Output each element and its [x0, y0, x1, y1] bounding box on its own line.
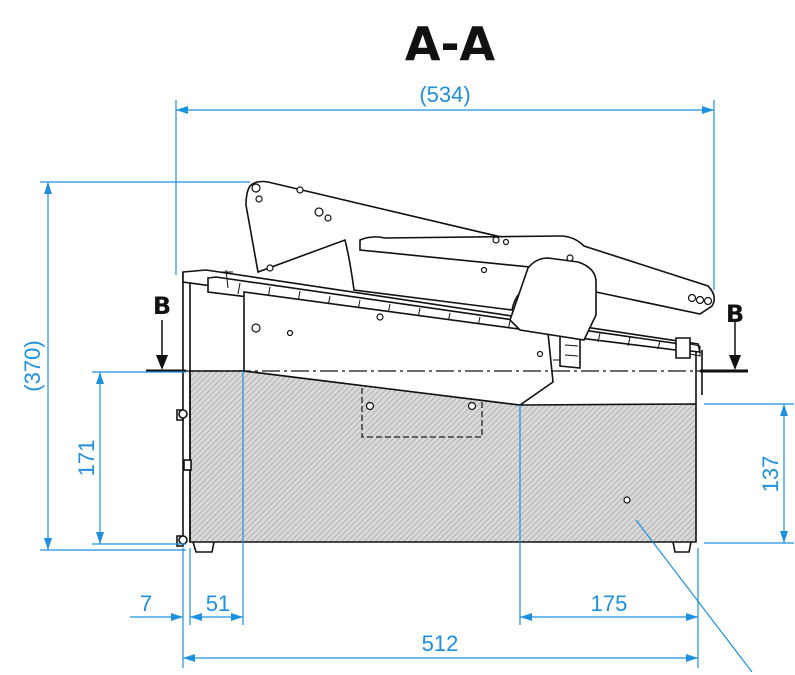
- dim-175-arrow-right: [686, 613, 698, 621]
- leader-line: [635, 519, 753, 673]
- section-arrow-left-head: [156, 355, 168, 370]
- housing-bolt-1: [251, 323, 261, 333]
- arm-hole-2: [255, 195, 263, 203]
- small-hole: [623, 496, 631, 504]
- dim-171-arrow-top: [96, 372, 104, 384]
- dim-137-arrow-bottom: [780, 531, 788, 543]
- bolt-right: [467, 401, 477, 411]
- arm-hole-6: [266, 264, 274, 272]
- hatched-section: [189, 370, 697, 543]
- dim-175-label: 175: [591, 591, 628, 616]
- view-title: A-A: [405, 17, 496, 71]
- lever-hole-2: [695, 295, 705, 305]
- lever-hole-4: [492, 236, 500, 244]
- dim-534-value: 534: [427, 82, 464, 107]
- paren-close: ): [463, 82, 470, 107]
- dim-534-arrow-right: [702, 106, 714, 114]
- dim-171-arrow-bottom: [96, 532, 104, 544]
- right-clamp-detail: [689, 343, 701, 357]
- section-label-left: B: [153, 292, 171, 320]
- housing-bolt-2: [286, 329, 294, 337]
- lever-hole-3: [703, 296, 713, 306]
- dim-51-label: 51: [206, 591, 230, 616]
- dim-7-label: 7: [140, 591, 152, 616]
- arm-hole-4: [314, 207, 324, 217]
- housing-bolt-4: [376, 313, 384, 321]
- arm-hole-5: [324, 214, 332, 222]
- foot-right: [672, 541, 692, 553]
- hinge-bottom: [178, 535, 188, 545]
- arm-hole-1: [251, 183, 261, 193]
- dim-370-label: (370): [20, 340, 45, 391]
- dim-7-arrow: [171, 613, 183, 621]
- arm-hole-3: [296, 186, 304, 194]
- hinge-top: [178, 409, 188, 419]
- dim-534-label: (534): [419, 82, 470, 107]
- dim-512-label: 512: [422, 631, 459, 656]
- top-left-screw: [221, 269, 233, 289]
- right-clamp: [675, 337, 691, 359]
- side-housing: [243, 291, 554, 406]
- dim-370-value: 370: [20, 348, 45, 385]
- recess-outline: [361, 388, 483, 438]
- dim-171-label: 171: [74, 440, 99, 477]
- lever-hole-1: [687, 293, 697, 303]
- paren-close: ): [20, 340, 45, 347]
- dim-51-arrow-right: [231, 613, 243, 621]
- latch: [183, 459, 192, 471]
- dim-512-arrow-left: [183, 654, 195, 662]
- carriage: [509, 257, 597, 341]
- left-frame: [182, 272, 191, 542]
- foot-left: [192, 541, 215, 553]
- right-bracket: [559, 335, 581, 369]
- dim-137-arrow-top: [780, 404, 788, 416]
- dim-175-arrow-left: [520, 613, 532, 621]
- section-arrow-right-head: [729, 355, 741, 370]
- lever-hole-5: [502, 238, 510, 246]
- bolt-left: [365, 401, 375, 411]
- dim-534-arrow-left: [176, 106, 188, 114]
- housing-bolt-3: [536, 350, 544, 358]
- dim-370-arrow-top: [44, 182, 52, 194]
- section-label-right: B: [726, 300, 744, 328]
- lever-hole-6: [480, 266, 488, 274]
- right-bracket-detail: [553, 344, 579, 361]
- lever-arm: [359, 235, 716, 315]
- paren-open: (: [419, 82, 427, 107]
- carriage-hole: [566, 254, 574, 262]
- dim-370-arrow-bottom: [44, 538, 52, 550]
- paren-open: (: [20, 384, 45, 392]
- left-frame-bracket: [176, 409, 184, 547]
- dim-137-label: 137: [758, 456, 783, 493]
- dim-512-arrow-right: [686, 654, 698, 662]
- right-frame: [695, 345, 703, 404]
